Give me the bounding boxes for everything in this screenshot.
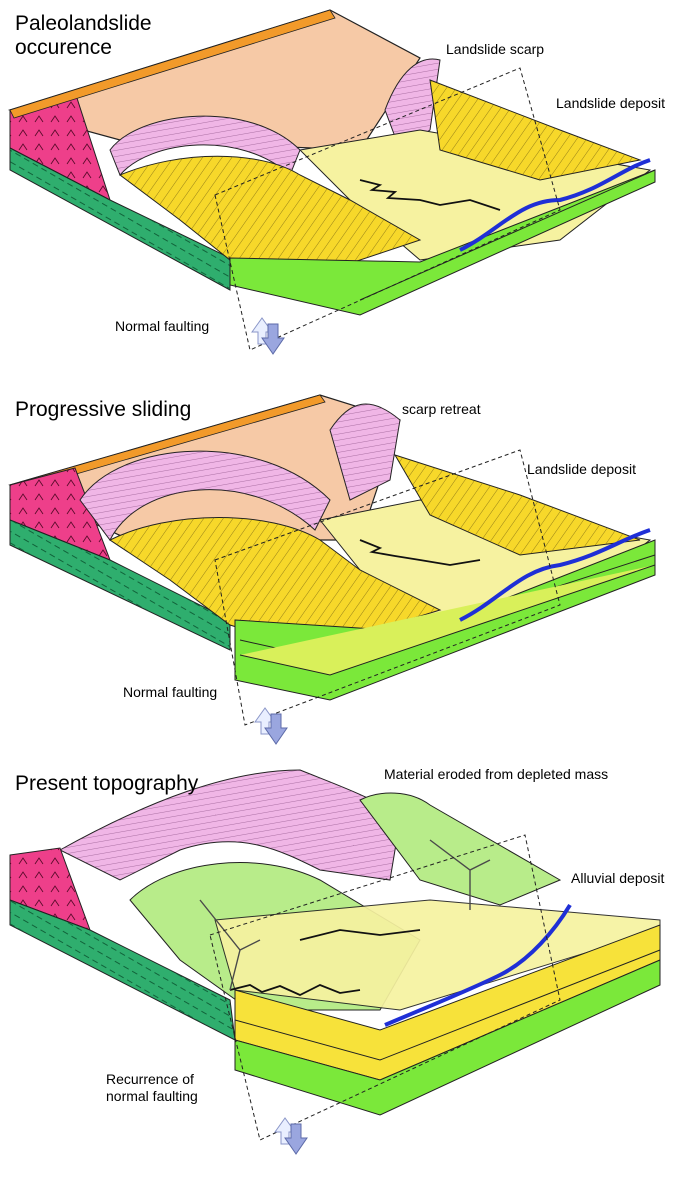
panel-2-fault-arrows — [255, 708, 287, 744]
panel-1-block — [10, 10, 655, 350]
label-landslide-deposit-2: Landslide deposit — [527, 461, 636, 478]
label-scarp-retreat: scarp retreat — [402, 401, 481, 418]
panel-3-fault-arrows — [275, 1118, 307, 1154]
panel-3-title: Present topography — [15, 772, 198, 796]
label-material-eroded: Material eroded from depleted mass — [384, 766, 608, 783]
label-landslide-scarp: Landslide scarp — [446, 41, 544, 58]
label-landslide-deposit-1: Landslide deposit — [556, 95, 665, 112]
panel-2-block — [10, 395, 655, 725]
panel-1-title: Paleolandslide occurence — [15, 12, 152, 60]
label-recurrence-faulting: Recurrence of normal faulting — [106, 1071, 198, 1105]
panel-2-title: Progressive sliding — [15, 398, 191, 422]
panel-1-fault-arrows — [252, 318, 284, 354]
label-normal-faulting-1: Normal faulting — [115, 318, 209, 335]
label-normal-faulting-2: Normal faulting — [123, 684, 217, 701]
label-alluvial-deposit: Alluvial deposit — [571, 870, 664, 887]
